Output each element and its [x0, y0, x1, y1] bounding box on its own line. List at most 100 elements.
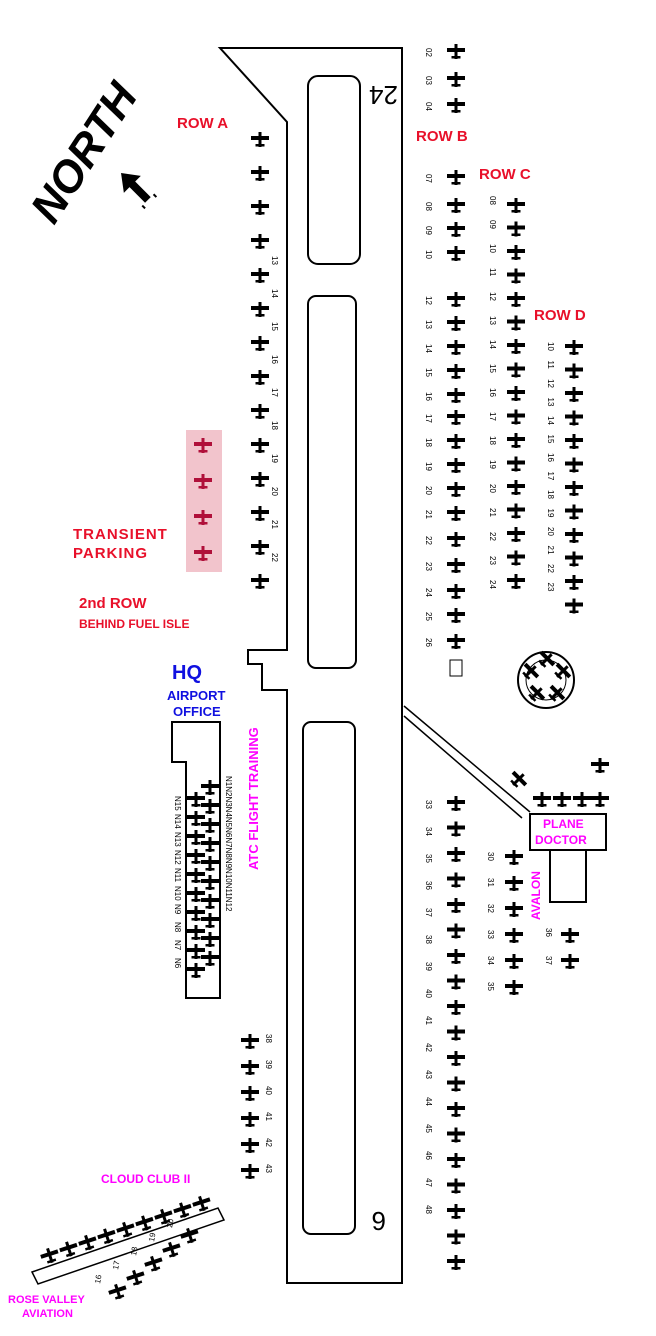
spot-number: 21 — [424, 510, 433, 519]
aircraft-icon — [108, 1283, 127, 1300]
spot-number: 22 — [546, 564, 555, 573]
aircraft-icon — [447, 340, 465, 355]
aircraft-icon — [507, 221, 525, 237]
aircraft-icon — [505, 980, 523, 995]
aircraft-icon — [251, 370, 269, 385]
aircraft-icon — [505, 876, 523, 891]
spot-number: 33 — [424, 800, 433, 809]
aircraft-icon — [447, 98, 465, 113]
aircraft-icon — [194, 474, 212, 489]
aircraft-icon — [505, 928, 523, 943]
aircraft-icon — [507, 433, 525, 448]
behind-fuel-label: BEHIND FUEL ISLE — [79, 617, 190, 631]
spot-number: N7 — [173, 940, 182, 951]
spot-number: 34 — [424, 827, 433, 836]
aircraft-icon — [507, 480, 525, 495]
aircraft-icon — [154, 1208, 173, 1225]
aircraft-icon — [565, 598, 583, 614]
spot-number: 36 — [544, 928, 553, 937]
spot-number: 30 — [486, 852, 495, 861]
spot-number: 15 — [424, 368, 433, 377]
aircraft-icon — [447, 458, 465, 473]
aircraft-icon — [565, 551, 583, 567]
aircraft-icon — [241, 1138, 259, 1153]
aircraft-icon — [565, 434, 583, 449]
aircraft-icon — [447, 506, 465, 521]
aircraft-icon — [447, 434, 465, 449]
aircraft-icon — [447, 292, 465, 307]
spot-number: 35 — [486, 982, 495, 991]
runway-segment-3 — [302, 721, 356, 1235]
spot-number: 21 — [546, 546, 555, 555]
aircraft-icon — [187, 906, 205, 921]
aircraft-icon — [201, 856, 219, 871]
aircraft-icon — [447, 1204, 465, 1219]
aircraft-icon — [187, 868, 205, 883]
aircraft-icon — [447, 608, 465, 623]
aircraft-icon — [447, 634, 465, 649]
aircraft-icon — [40, 1247, 59, 1264]
aircraft-icon — [447, 1153, 465, 1168]
spot-number: 45 — [424, 1124, 433, 1133]
spot-number: N8 — [173, 922, 182, 933]
spot-number: 17 — [270, 388, 279, 397]
spot-number: 16 — [424, 392, 433, 401]
spot-number: 16 — [93, 1273, 104, 1284]
aircraft-icon — [251, 336, 269, 351]
aircraft-icon — [241, 1164, 259, 1179]
spot-number: 18 — [546, 490, 555, 499]
transient-label-2: PARKING — [73, 545, 149, 562]
spot-number: 13 — [488, 316, 497, 325]
spot-number: 19 — [147, 1231, 158, 1242]
spot-number: N15 — [173, 796, 182, 811]
aircraft-icon — [528, 684, 546, 702]
spot-number: 20 — [488, 484, 497, 493]
spot-number: 14 — [424, 344, 433, 353]
spot-number: 12 — [424, 296, 433, 305]
aircraft-layer — [40, 44, 609, 1300]
spot-number: 17 — [546, 472, 555, 481]
aircraft-icon — [251, 302, 269, 317]
spot-number: N9 — [173, 904, 182, 915]
office-label: OFFICE — [173, 704, 221, 719]
aircraft-icon — [180, 1227, 199, 1244]
aircraft-icon — [505, 850, 523, 865]
aircraft-icon — [565, 528, 583, 543]
spot-number: 24 — [424, 588, 433, 597]
runway-segment-1 — [307, 75, 361, 265]
spot-number: 18 — [488, 436, 497, 445]
aircraft-icon — [554, 662, 572, 680]
spot-number: 17 — [424, 414, 433, 423]
aircraft-icon — [505, 902, 523, 917]
aircraft-icon — [241, 1034, 259, 1049]
spot-number: 36 — [424, 881, 433, 890]
aircraft-icon — [251, 166, 269, 181]
aircraft-icon — [97, 1228, 116, 1245]
spot-number: 41 — [424, 1016, 433, 1025]
spot-number: 17 — [488, 412, 497, 421]
spot-number: 37 — [424, 908, 433, 917]
aircraft-icon — [573, 792, 591, 807]
aircraft-icon — [447, 1229, 465, 1245]
aircraft-icon — [447, 872, 465, 888]
aircraft-icon — [565, 410, 583, 426]
spot-number: 25 — [424, 612, 433, 621]
aircraft-icon — [591, 792, 609, 807]
aircraft-icon — [447, 482, 465, 497]
spot-number: 12 — [546, 379, 555, 388]
spot-number: 17 — [111, 1259, 122, 1270]
runway-end-6: 6 — [372, 1206, 386, 1236]
aircraft-icon — [201, 894, 219, 909]
aircraft-icon — [78, 1234, 97, 1251]
aircraft-icon — [548, 684, 566, 702]
aircraft-icon — [201, 875, 219, 890]
spot-number: 03 — [424, 76, 433, 85]
aircraft-icon — [116, 1221, 135, 1238]
aircraft-icon — [251, 268, 269, 283]
aircraft-icon — [565, 363, 583, 379]
spot-number: 13 — [546, 398, 555, 407]
spot-number: 46 — [424, 1151, 433, 1160]
cloud-club-label: CLOUD CLUB II — [101, 1172, 191, 1186]
aircraft-icon — [201, 818, 219, 833]
aircraft-icon — [447, 1000, 465, 1015]
